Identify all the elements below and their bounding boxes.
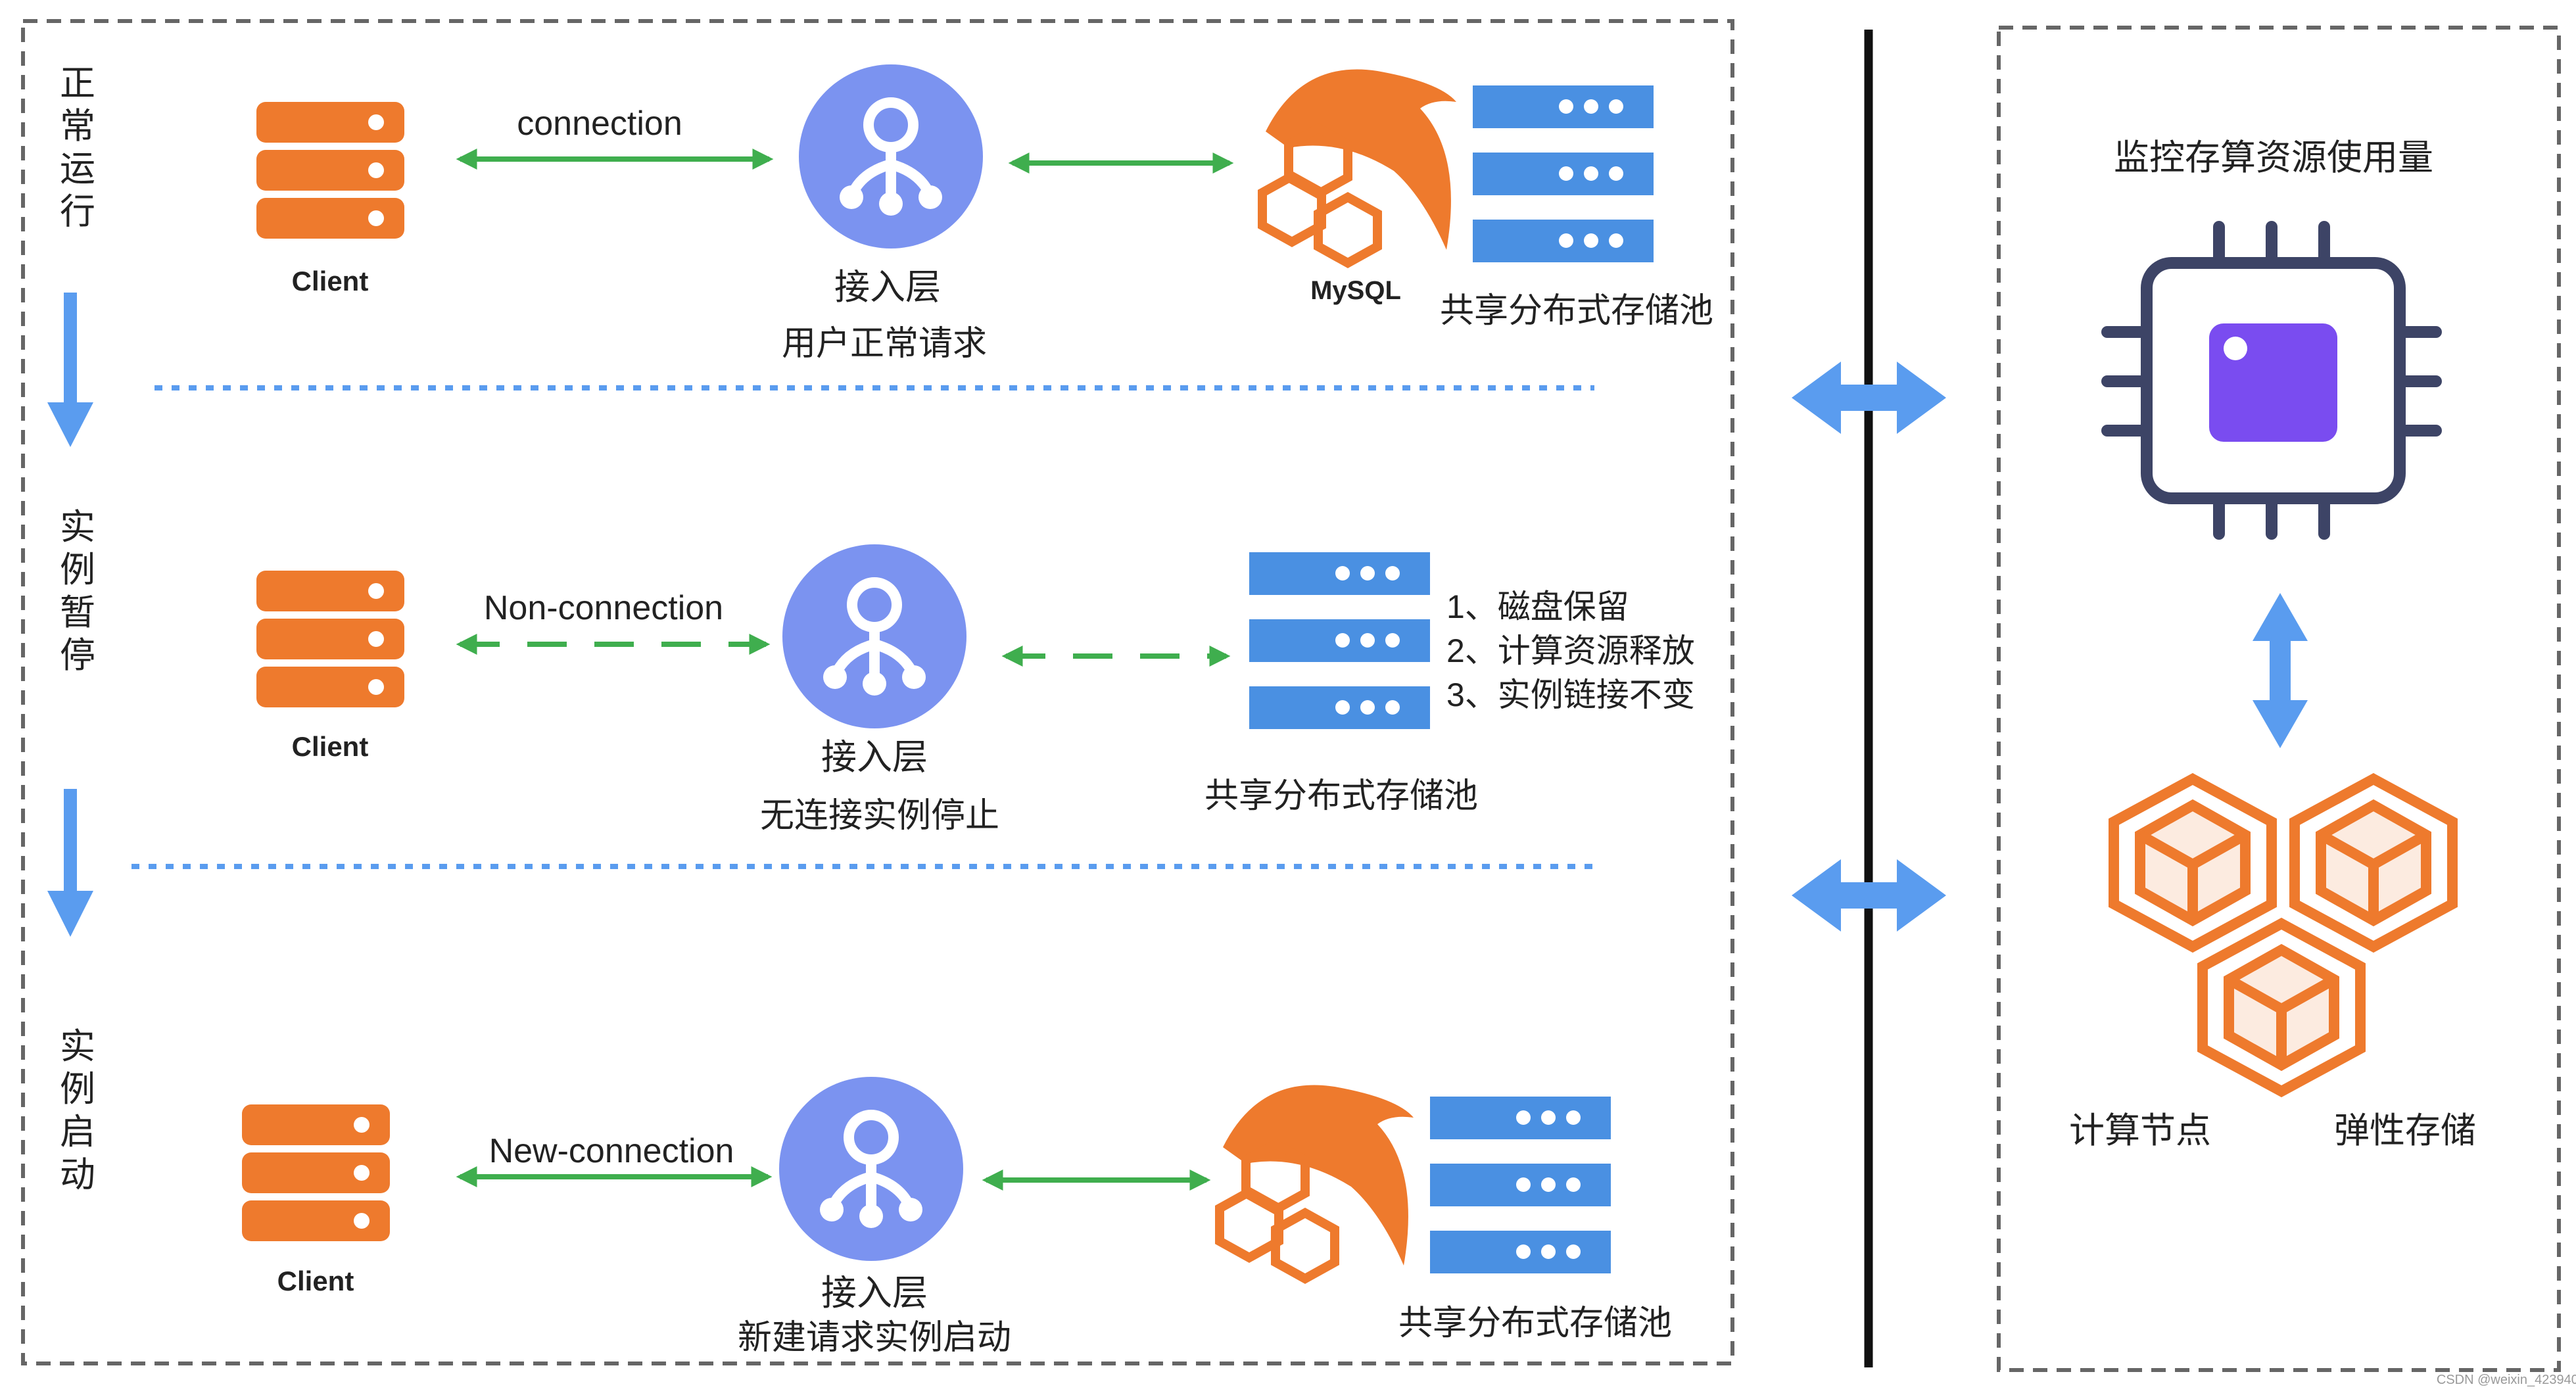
client-label: Client	[277, 1266, 354, 1296]
elastic-storage-label: 弹性存储	[2334, 1111, 2476, 1150]
state-arrow-down-2	[47, 789, 93, 937]
connection-label: connection	[517, 105, 682, 143]
client-server-icon	[242, 1104, 390, 1241]
state-label: 实 例 暂 停	[60, 508, 95, 675]
connection-label: New-connection	[489, 1132, 734, 1170]
compute-nodes-icon	[2109, 772, 2458, 1098]
storage-server-icon	[1249, 552, 1430, 729]
state-label-char: 例	[60, 550, 95, 590]
state-paused: 实 例 暂 停 Client Non-connection 接入层 无	[60, 508, 1695, 835]
pause-notes: 1、磁盘保留 2、计算资源释放 3、实例链接不变	[1446, 588, 1695, 713]
compute-node-label: 计算节点	[2069, 1111, 2211, 1150]
state-label-char: 行	[60, 192, 95, 231]
mysql-logo-icon	[1258, 69, 1456, 269]
monitor-title: 监控存算资源使用量	[2114, 138, 2433, 178]
state-label-char: 常	[60, 107, 95, 146]
client-label: Client	[292, 266, 369, 296]
state-normal: 正 常 运 行 Client connection 接入层 用户正常请	[60, 64, 1713, 363]
gateway-title: 接入层	[821, 1273, 928, 1313]
vertical-link-arrow	[2253, 593, 2308, 748]
storage-pool-label: 共享分布式存储池	[1398, 1304, 1672, 1342]
gateway-title: 接入层	[821, 738, 928, 777]
mysql-label: MySQL	[1310, 276, 1401, 305]
pause-note: 3、实例链接不变	[1446, 676, 1695, 713]
panel-link-arrow-1	[1792, 362, 1946, 434]
panel-link-arrow-2	[1792, 859, 1946, 932]
state-label-char: 例	[60, 1070, 95, 1109]
pause-note: 2、计算资源释放	[1446, 632, 1695, 669]
storage-server-icon	[1473, 85, 1654, 262]
state-label-char: 实	[60, 1027, 95, 1066]
state-start: 实 例 启 动 Client New-connection 接入层 新	[60, 1027, 1672, 1357]
state-label-char: 暂	[60, 593, 95, 632]
mysql-logo-icon	[1215, 1085, 1414, 1285]
storage-pool-label: 共享分布式存储池	[1440, 292, 1713, 330]
client-server-icon	[256, 571, 404, 707]
state-label-char: 实	[60, 508, 95, 547]
state-label: 实 例 启 动	[60, 1027, 95, 1195]
gateway-subtitle: 新建请求实例启动	[738, 1319, 1011, 1357]
watermark: CSDN @weixin_42394043	[2437, 1373, 2576, 1387]
state-label-char: 正	[60, 64, 95, 103]
state-label-char: 停	[60, 636, 95, 675]
gateway-subtitle: 无连接实例停止	[760, 797, 999, 835]
gateway-icon	[779, 1077, 963, 1261]
storage-server-icon	[1430, 1097, 1611, 1273]
connection-label: Non-connection	[484, 589, 723, 627]
state-label: 正 常 运 行	[60, 64, 95, 231]
left-panel-frame	[21, 19, 1734, 1365]
resource-monitor: 监控存算资源使用量	[2069, 138, 2476, 1150]
right-panel-frame	[1997, 26, 2561, 1372]
client-label: Client	[292, 731, 369, 762]
state-label-char: 启	[60, 1112, 95, 1152]
state-label-char: 动	[60, 1155, 95, 1195]
gateway-icon	[799, 64, 983, 249]
pause-note: 1、磁盘保留	[1446, 588, 1629, 625]
gateway-icon	[782, 544, 966, 728]
gateway-title: 接入层	[834, 268, 941, 307]
state-arrow-down-1	[47, 293, 93, 447]
client-server-icon	[256, 102, 404, 239]
gateway-subtitle: 用户正常请求	[782, 325, 987, 363]
cpu-chip-icon	[2101, 221, 2442, 540]
state-label-char: 运	[60, 149, 95, 189]
storage-pool-label: 共享分布式存储池	[1205, 777, 1478, 815]
